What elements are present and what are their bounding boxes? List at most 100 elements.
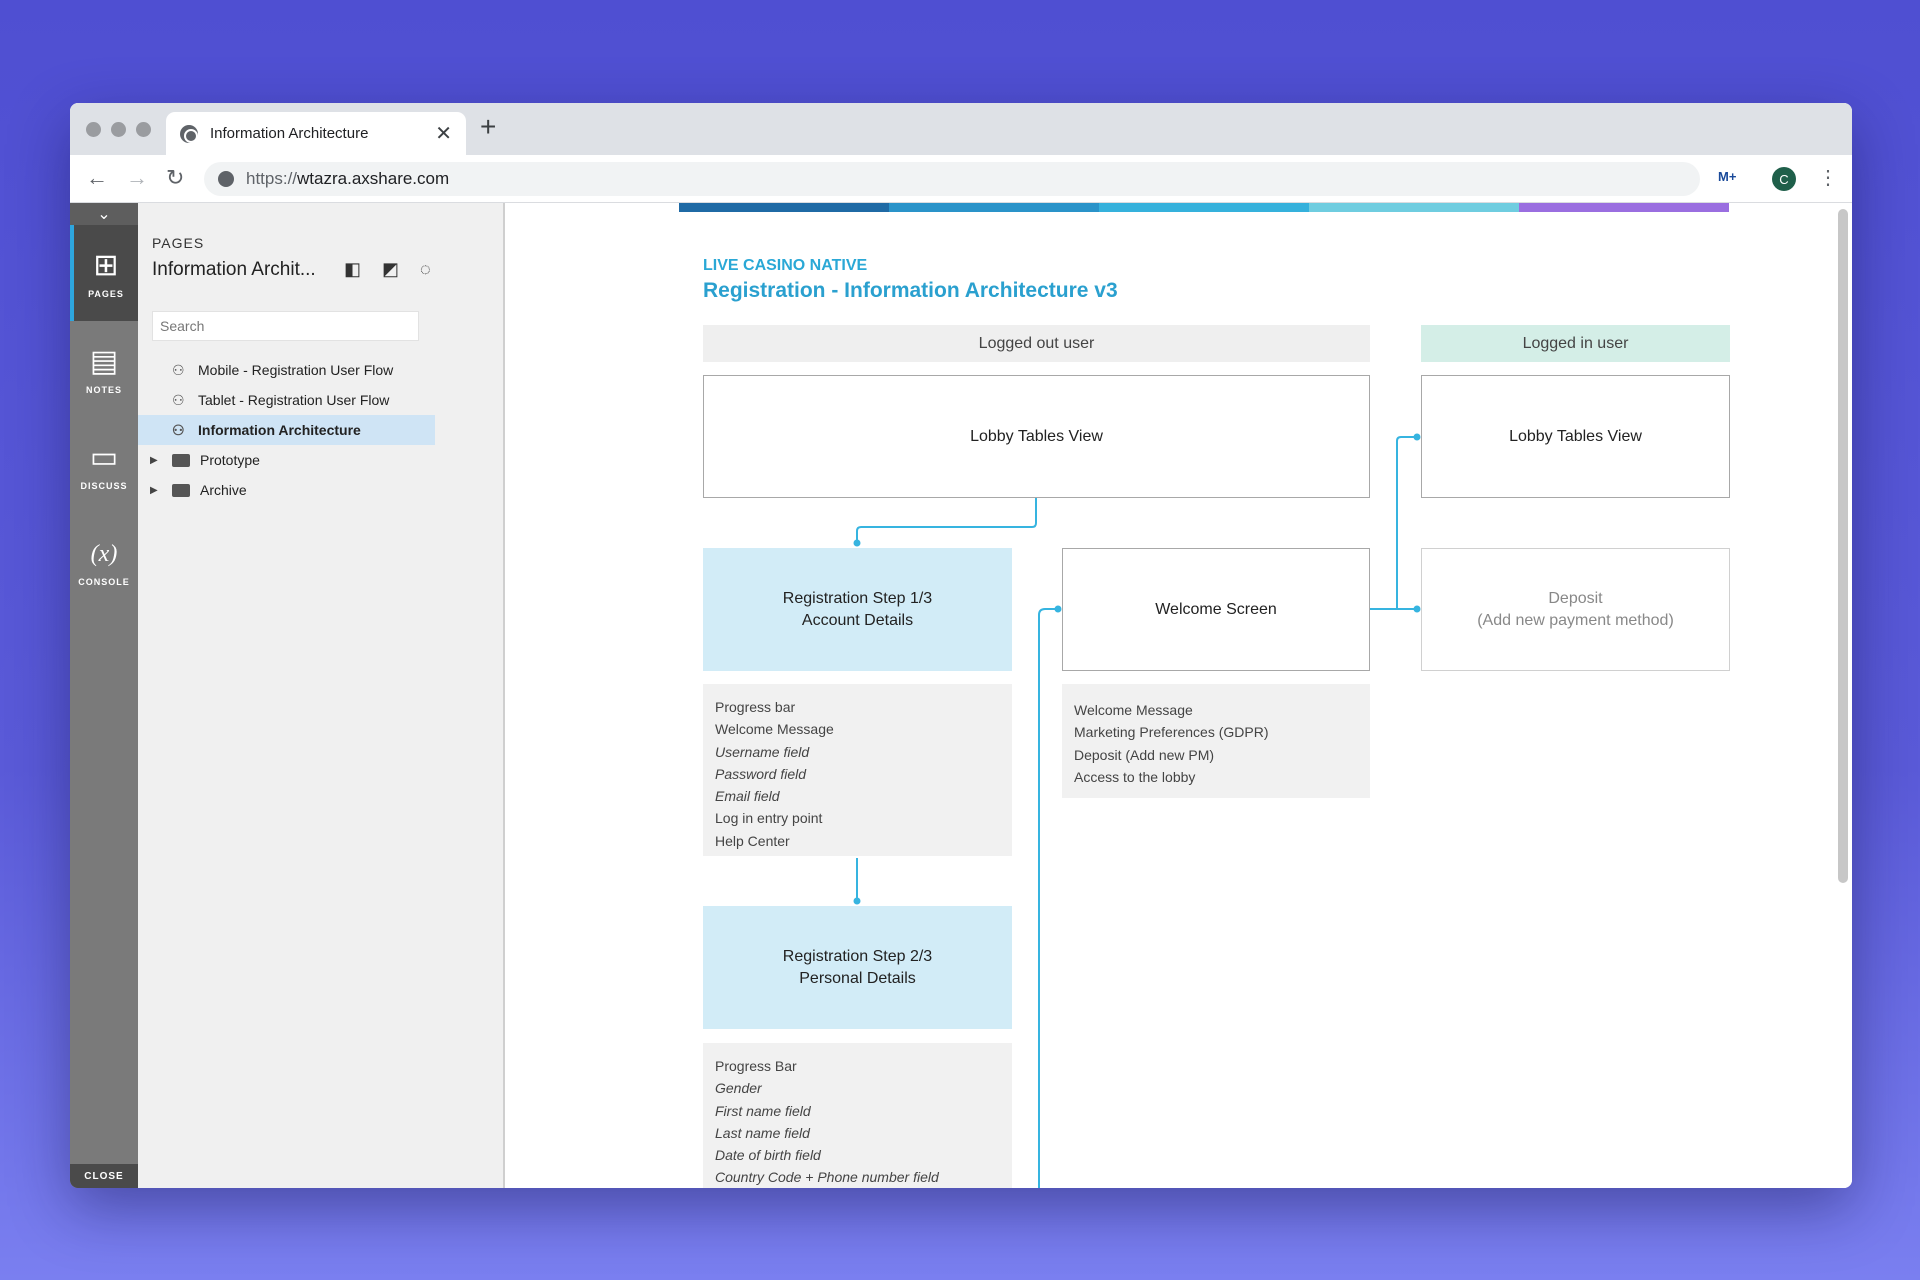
connector-endpoint [853,897,861,905]
browser-window: Information Architecture ✕ + ← → ↻ https… [70,103,1852,1188]
tree-item-mobile-flow[interactable]: ⚇ Mobile - Registration User Flow [138,355,435,385]
tab-title: Information Architecture [210,125,369,142]
close-sidebar-button[interactable]: CLOSE [70,1164,138,1188]
diagram-kicker: LIVE CASINO NATIVE [703,257,868,274]
box-line: Personal Details [799,969,916,987]
extension-icon[interactable]: M+ [1718,169,1737,184]
tree-item-tablet-flow[interactable]: ⚇ Tablet - Registration User Flow [138,385,435,415]
globe-icon [180,124,198,143]
discuss-icon: ▭ [89,441,119,474]
note-line: Log in entry point [715,810,823,827]
box-registration-step-1[interactable]: Registration Step 1/3 Account Details [703,548,1012,671]
notes-icon: ▤ [89,345,119,378]
rail-item-discuss[interactable]: ▭ DISCUSS [70,417,138,513]
tree-item-information-architecture[interactable]: ⚇ Information Architecture [138,415,435,445]
color-segment [889,203,1099,212]
note-line: Country Code + Phone number field [715,1169,939,1186]
note-line: Progress bar [715,699,796,715]
collapse-chevron-icon[interactable]: ⌄ [70,203,138,225]
profile-avatar[interactable]: C [1772,167,1796,191]
box-line: Registration Step 2/3 [782,947,933,965]
sitemap-icon: ⊞ [93,249,119,282]
browser-menu-icon[interactable]: ⋮ [1818,167,1838,189]
connector-endpoint [1413,605,1421,613]
box-lobby-logged-in[interactable]: Lobby Tables View [1421,375,1730,498]
lane-logged-out: Logged out user [703,325,1370,362]
site-info-icon[interactable] [218,171,234,187]
page-search-input[interactable]: Search [152,311,419,341]
tree-item-archive-folder[interactable]: ▶ Archive [138,475,435,505]
note-line: Deposit (Add new PM) [1074,746,1215,763]
new-tab-button[interactable]: + [480,111,497,142]
color-segment [1309,203,1519,212]
panel-tool-icons[interactable]: ◧ ◩ ◌ [344,259,439,279]
box-line: Deposit [1548,589,1603,607]
box-line: Registration Step 1/3 [782,589,933,607]
window-zoom-dot[interactable] [136,122,151,137]
color-segment [1519,203,1729,212]
box-line: Account Details [801,611,914,629]
tree-item-label: Information Architecture [198,422,361,438]
url-scheme: https:// [246,169,298,188]
rail-item-pages[interactable]: ⊞ PAGES [70,225,138,321]
tree-item-prototype-folder[interactable]: ▶ Prototype [138,445,435,475]
reload-button[interactable]: ↻ [166,165,185,190]
window-close-dot[interactable] [86,122,101,137]
panel-header: PAGES [152,235,205,251]
forward-button[interactable]: → [126,165,148,190]
note-line: Marketing Preferences (GDPR) [1074,724,1269,741]
current-page-title: Information Archit... [152,259,316,280]
connector-endpoint [1054,605,1062,613]
note-line: Email field [715,788,780,805]
connector-endpoint [853,539,861,547]
canvas-scrollbar[interactable] [1838,209,1848,883]
tree-item-label: Mobile - Registration User Flow [198,362,394,378]
connector-path [1370,436,1417,610]
pages-panel: PAGES Information Archit... ◧ ◩ ◌ Search… [138,203,505,1188]
page-tree: ⚇ Mobile - Registration User Flow ⚇ Tabl… [138,355,435,505]
note-line: Last name field [715,1124,810,1141]
note-line: Help Center [715,832,790,849]
back-button[interactable]: ← [86,165,108,190]
box-deposit[interactable]: Deposit (Add new payment method) [1421,548,1730,671]
rail-item-notes[interactable]: ▤ NOTES [70,321,138,417]
tree-item-label: Tablet - Registration User Flow [198,392,390,408]
tree-item-label: Archive [200,482,247,498]
expand-caret-icon[interactable]: ▶ [150,454,158,466]
folder-icon [172,453,190,467]
box-registration-step-2[interactable]: Registration Step 2/3 Personal Details [703,906,1012,1029]
brand-color-bar [679,203,1729,212]
axure-sidebar-rail: ⌄ ⊞ PAGES ▤ NOTES ▭ DISCUSS (x) CONSOLE … [70,203,138,1188]
url-text: https://wtazra.axshare.com [246,169,449,189]
note-line: First name field [715,1102,811,1119]
note-line: Welcome Message [715,721,834,738]
rail-item-console[interactable]: (x) CONSOLE [70,513,138,609]
browser-tab[interactable]: Information Architecture ✕ [166,112,466,155]
browser-toolbar: ← → ↻ https://wtazra.axshare.com M+ C ⋮ [70,155,1852,203]
flow-page-icon: ⚇ [172,362,185,378]
box-lobby-logged-out[interactable]: Lobby Tables View [703,375,1370,498]
note-line: Username field [715,743,810,760]
lane-logged-in: Logged in user [1421,325,1730,362]
tree-item-label: Prototype [200,452,260,468]
diagram-title: Registration - Information Architecture … [703,279,1118,302]
connector-path [1038,608,1058,1188]
console-icon: (x) [90,541,118,567]
color-segment [1099,203,1309,212]
expand-caret-icon[interactable]: ▶ [150,484,158,496]
flow-page-icon: ⚇ [172,392,185,408]
window-minimize-dot[interactable] [111,122,126,137]
note-line: Password field [715,765,807,782]
tab-close-icon[interactable]: ✕ [435,122,452,145]
folder-icon [172,483,190,497]
url-host: wtazra.axshare.com [297,169,450,188]
box-welcome-screen[interactable]: Welcome Screen [1062,548,1370,671]
connector-path [856,498,1037,543]
address-bar[interactable]: https://wtazra.axshare.com [204,162,1700,196]
box-line: (Add new payment method) [1477,611,1674,629]
color-segment [679,203,889,212]
note-line: Date of birth field [715,1147,821,1164]
note-line: Welcome Message [1074,702,1193,718]
